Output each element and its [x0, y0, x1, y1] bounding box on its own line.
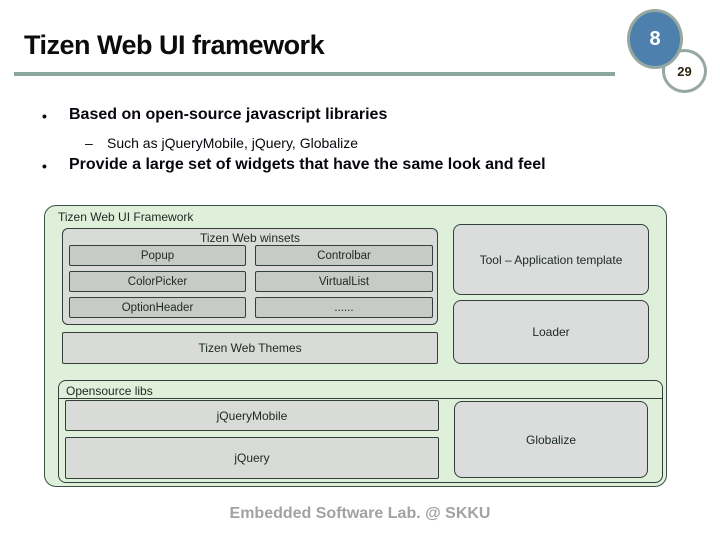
- winset-item-popup: Popup: [69, 245, 246, 266]
- winset-item-colorpicker: ColorPicker: [69, 271, 246, 292]
- bullet-item-2: • Provide a large set of widgets that ha…: [42, 156, 702, 174]
- footer-text: Embedded Software Lab. @ SKKU: [229, 505, 491, 522]
- sub-bullet-item-1: – Such as jQueryMobile, jQuery, Globaliz…: [85, 135, 685, 151]
- dash-icon: –: [85, 135, 93, 151]
- title-underline: [14, 72, 615, 76]
- winsets-label: Tizen Web winsets: [199, 231, 301, 245]
- bullet-text-1: Based on open-source javascript librarie…: [69, 106, 388, 123]
- winsets-box: Tizen Web winsets Popup Controlbar Color…: [62, 228, 438, 325]
- winset-item-virtuallist: VirtualList: [255, 271, 433, 292]
- bullet-item-1: • Based on open-source javascript librar…: [42, 106, 692, 124]
- page-number: 8: [649, 27, 661, 50]
- total-pages-badge: 29: [662, 49, 707, 93]
- bullet-icon: •: [42, 108, 47, 124]
- architecture-diagram: Tizen Web UI Framework Tizen Web winsets…: [44, 205, 667, 487]
- total-pages-number: 29: [677, 63, 692, 79]
- sub-bullet-text-1: Such as jQueryMobile, jQuery, Globalize: [107, 135, 359, 151]
- themes-box: Tizen Web Themes: [62, 332, 438, 364]
- opensource-label-divider: [59, 398, 662, 399]
- winset-item-optionheader: OptionHeader: [69, 297, 246, 318]
- globalize-box: Globalize: [454, 401, 648, 478]
- jquery-box: jQuery: [65, 437, 439, 479]
- bullet-icon: •: [42, 158, 47, 174]
- winset-item-controlbar: Controlbar: [255, 245, 433, 266]
- loader-box: Loader: [453, 300, 649, 364]
- framework-label: Tizen Web UI Framework: [58, 210, 194, 224]
- bullet-text-2: Provide a large set of widgets that have…: [69, 156, 546, 173]
- jquerymobile-box: jQueryMobile: [65, 400, 439, 431]
- page-title: Tizen Web UI framework: [24, 30, 325, 60]
- opensource-libs-box: Opensource libs jQueryMobile jQuery Glob…: [58, 380, 663, 483]
- opensource-libs-label: Opensource libs: [66, 384, 153, 398]
- page-number-badge: 8: [627, 9, 683, 69]
- tool-application-template-box: Tool – Application template: [453, 224, 649, 295]
- winset-item-ellipsis: ......: [255, 297, 433, 318]
